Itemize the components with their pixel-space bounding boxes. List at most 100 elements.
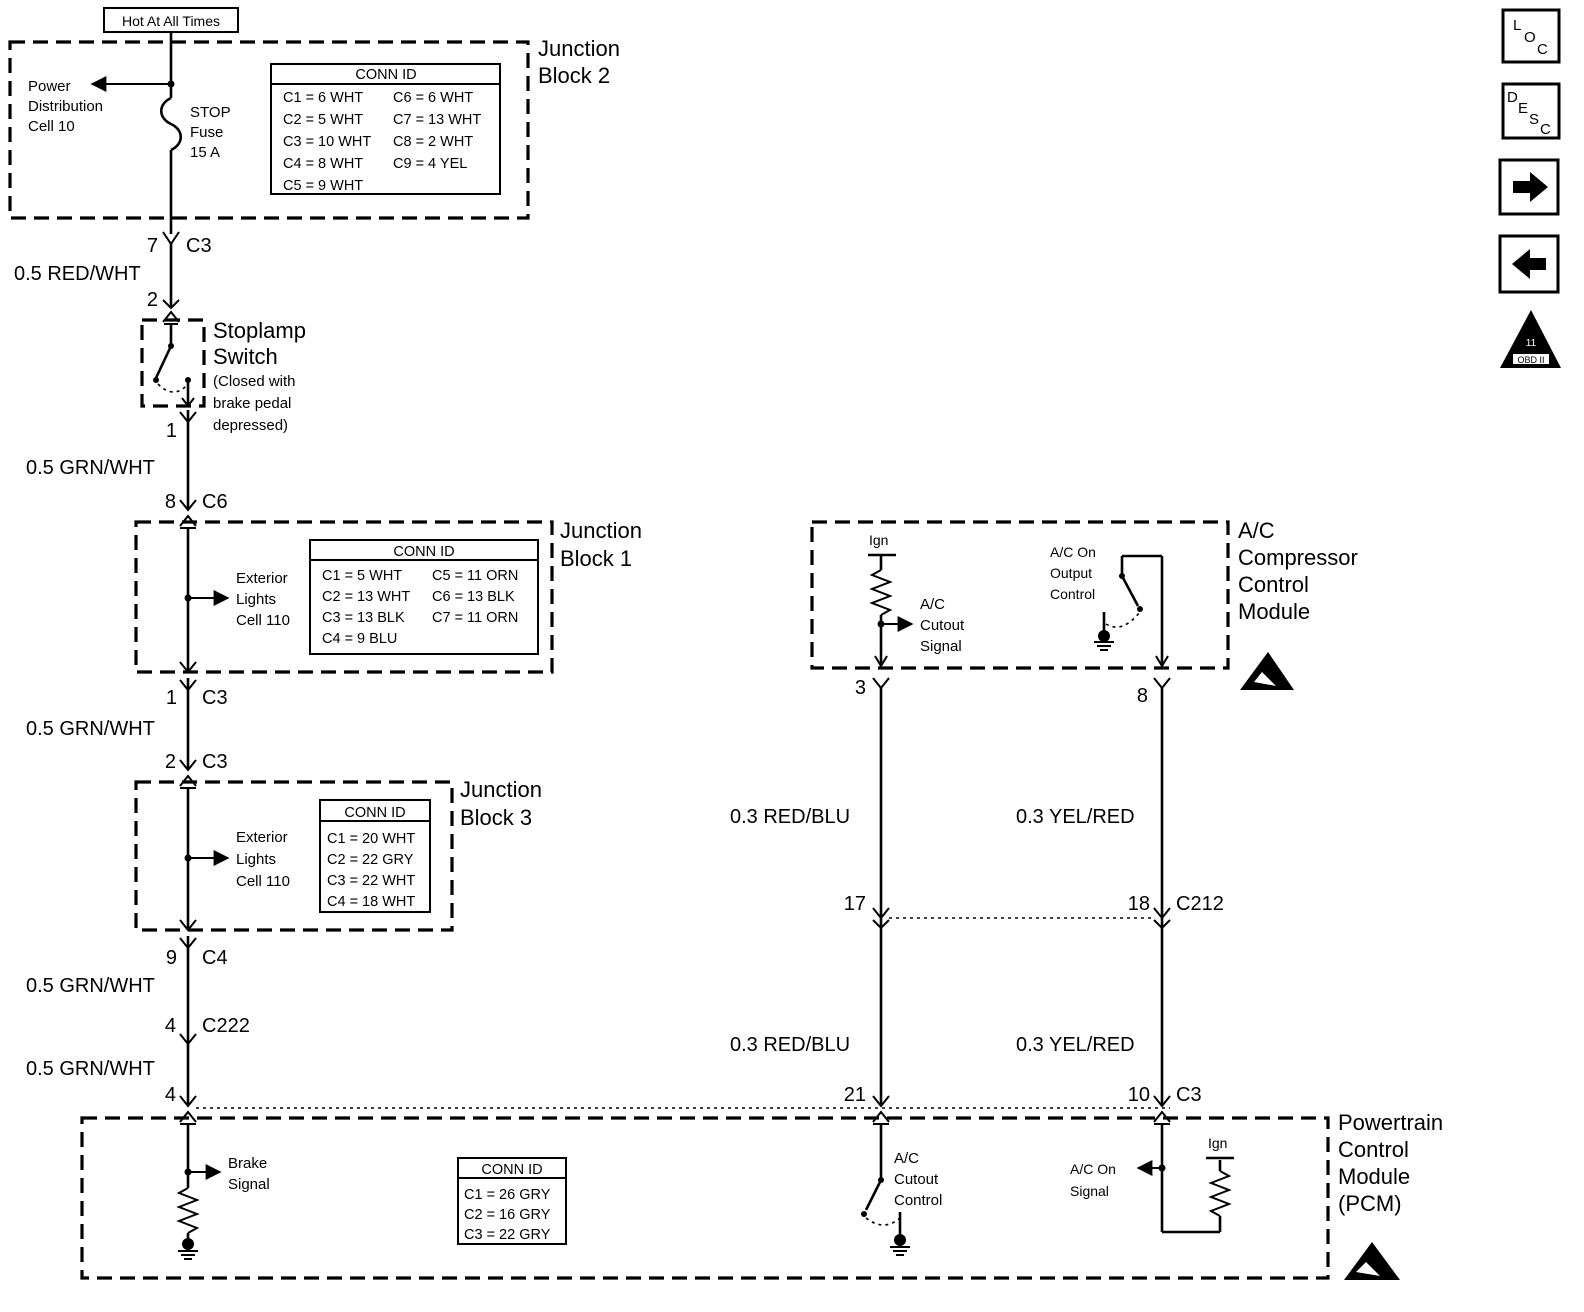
svg-text:Stoplamp: Stoplamp [213,318,306,343]
ac-compressor-control-module: A/C Compressor Control Module Ign A/C Cu… [810,518,1358,690]
svg-text:2: 2 [165,751,176,773]
jb2-conn-id-table: CONN ID C1 = 6 WHT C2 = 5 WHT C3 = 10 WH… [270,63,501,195]
svg-text:Control: Control [894,1192,942,1209]
jb3-conn-id-table: CONN ID C1 = 20 WHT C2 = 22 GRY C3 = 22 … [319,799,431,913]
svg-text:S: S [1529,111,1539,128]
svg-text:0.3 RED/BLU: 0.3 RED/BLU [730,1034,850,1056]
svg-text:Exterior: Exterior [236,570,288,587]
svg-text:Signal: Signal [1070,1183,1109,1199]
hot-at-all-times-label: Hot At All Times [103,7,239,33]
svg-text:8: 8 [165,491,176,513]
svg-text:18: 18 [1128,893,1150,915]
next-arrow-button[interactable] [1498,158,1560,216]
svg-text:0.3 YEL/RED: 0.3 YEL/RED [1016,806,1135,828]
loc-nav-button[interactable]: L O C [1501,8,1561,64]
svg-text:0.5 GRN/WHT: 0.5 GRN/WHT [26,457,155,479]
svg-text:C3 = 22 WHT: C3 = 22 WHT [327,873,415,889]
svg-text:0.5 GRN/WHT: 0.5 GRN/WHT [26,718,155,740]
svg-text:C7 = 13 WHT: C7 = 13 WHT [393,112,481,128]
svg-text:Power: Power [28,78,71,95]
ac-on-signal-resistor [1208,1170,1232,1217]
svg-text:10: 10 [1128,1084,1150,1106]
stop-fuse-symbol [159,96,183,152]
svg-text:Compressor: Compressor [1238,545,1358,570]
svg-text:A/C: A/C [894,1150,919,1167]
svg-text:D: D [1507,89,1518,106]
svg-text:4: 4 [165,1084,176,1106]
svg-text:brake pedal: brake pedal [213,395,291,412]
brake-signal-resistor [176,1187,200,1234]
svg-text:OBD II: OBD II [1517,355,1544,365]
switch-blade [154,345,173,379]
svg-text:Switch: Switch [213,344,278,369]
svg-text:L: L [1513,17,1521,34]
svg-text:(PCM): (PCM) [1338,1191,1402,1216]
svg-text:Lights: Lights [236,851,276,868]
svg-text:Hot At All Times: Hot At All Times [122,13,220,29]
svg-text:Brake: Brake [228,1155,267,1172]
svg-text:C222: C222 [202,1015,250,1037]
svg-text:Output: Output [1050,565,1092,581]
svg-text:A/C On: A/C On [1050,544,1096,560]
wire-grn-wht-1: 1 0.5 GRN/WHT 8 C6 [26,410,228,513]
svg-text:C1 = 5 WHT: C1 = 5 WHT [322,568,402,584]
svg-text:C2 = 13 WHT: C2 = 13 WHT [322,589,410,605]
wire-grn-wht-2: 1 C3 0.5 GRN/WHT 2 C3 [26,678,228,773]
svg-text:C7 = 11 ORN: C7 = 11 ORN [432,610,518,626]
stoplamp-switch: Stoplamp Switch (Closed with brake pedal… [140,310,306,434]
svg-text:Junction: Junction [560,518,642,543]
accm-pullup-resistor [869,569,893,616]
svg-text:C4 = 9 BLU: C4 = 9 BLU [322,631,397,647]
svg-text:C2 = 5 WHT: C2 = 5 WHT [283,112,363,128]
svg-text:CONN ID: CONN ID [355,67,416,83]
svg-text:C2 = 16 GRY: C2 = 16 GRY [464,1207,551,1223]
wire-yel-red: 8 0.3 YEL/RED 18 C212 0.3 YEL/RED 10 C3 [1016,677,1224,1108]
svg-text:Ign: Ign [869,532,888,548]
svg-text:STOP: STOP [190,104,231,121]
svg-text:Control: Control [1338,1137,1409,1162]
svg-text:8: 8 [1137,685,1148,707]
esd-warning-icon [1240,652,1294,690]
svg-text:C4 = 8 WHT: C4 = 8 WHT [283,156,363,172]
svg-text:4: 4 [165,1015,176,1037]
svg-text:0.5 RED/WHT: 0.5 RED/WHT [14,263,141,285]
svg-text:Exterior: Exterior [236,829,288,846]
svg-text:C4 = 18 WHT: C4 = 18 WHT [327,894,415,910]
svg-text:A/C On: A/C On [1070,1161,1116,1177]
svg-text:Fuse: Fuse [190,124,223,141]
esd-warning-icon [1344,1242,1400,1280]
svg-text:C3: C3 [186,235,212,257]
svg-text:C6 = 6 WHT: C6 = 6 WHT [393,90,473,106]
desc-nav-button[interactable]: D E S C [1501,82,1561,140]
svg-text:Lights: Lights [236,591,276,608]
obd-ii-button[interactable]: OBD II 11 [1500,310,1561,368]
svg-text:Block 3: Block 3 [460,805,532,830]
svg-text:C6: C6 [202,491,228,513]
svg-text:Distribution: Distribution [28,98,103,115]
svg-text:7: 7 [147,235,158,257]
svg-text:A/C: A/C [1238,518,1275,543]
svg-text:C212: C212 [1176,893,1224,915]
svg-text:3: 3 [855,677,866,699]
svg-text:depressed): depressed) [213,417,288,434]
svg-text:2: 2 [147,289,158,311]
svg-text:C3: C3 [1176,1084,1202,1106]
previous-arrow-button[interactable] [1498,234,1560,294]
svg-text:C9 = 4 YEL: C9 = 4 YEL [393,156,467,172]
svg-text:C8 = 2 WHT: C8 = 2 WHT [393,134,473,150]
svg-text:Signal: Signal [228,1176,270,1193]
svg-text:(Closed with: (Closed with [213,373,296,390]
svg-text:1: 1 [166,420,177,442]
svg-text:C3: C3 [202,751,228,773]
svg-text:C1 = 20 WHT: C1 = 20 WHT [327,831,415,847]
svg-text:C5 = 9 WHT: C5 = 9 WHT [283,178,363,194]
svg-text:Cutout: Cutout [894,1171,939,1188]
svg-text:1: 1 [166,687,177,709]
svg-text:15 A: 15 A [190,144,220,161]
svg-text:C3 = 13 BLK: C3 = 13 BLK [322,610,405,626]
wire-grn-wht-3: 9 C4 0.5 GRN/WHT 4 C222 0.5 GRN/WHT 4 [26,936,250,1108]
svg-text:C2 = 22 GRY: C2 = 22 GRY [327,852,414,868]
svg-text:Cell 110: Cell 110 [236,873,290,890]
svg-text:CONN ID: CONN ID [481,1162,542,1178]
